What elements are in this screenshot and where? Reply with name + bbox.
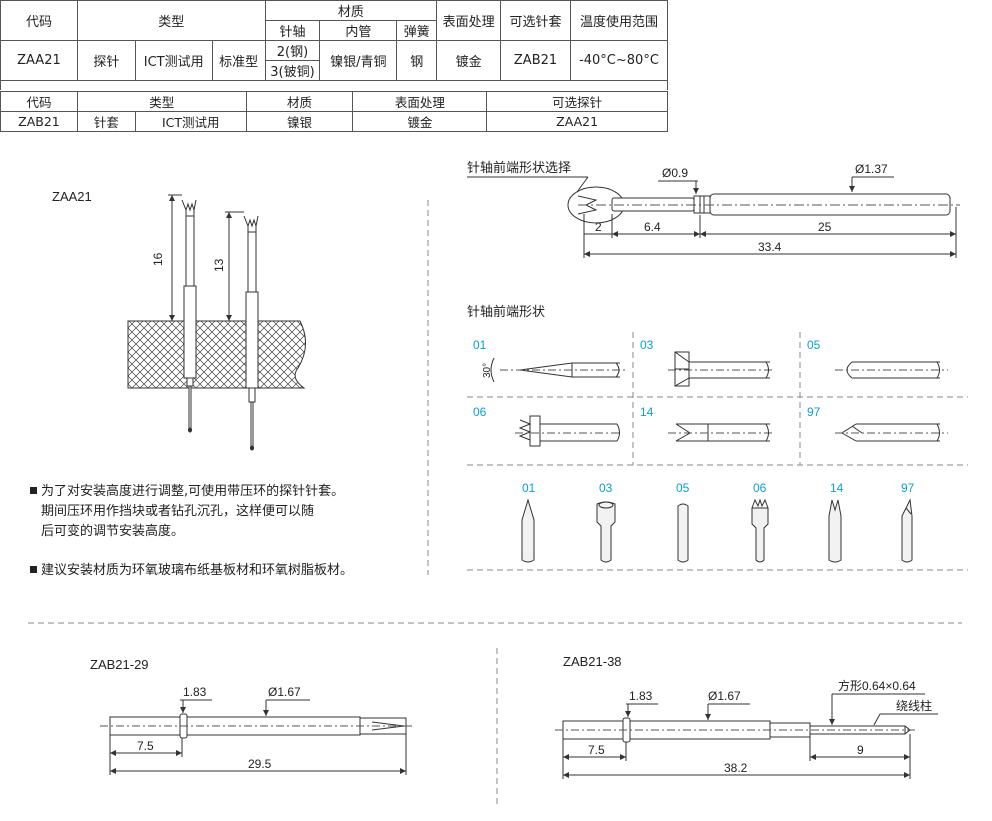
cell-code: ZAA21 xyxy=(0,40,78,81)
dim-13: 13 xyxy=(212,258,226,272)
len-mid: 6.4 xyxy=(644,220,661,234)
header-surface: 表面处理 xyxy=(352,91,488,112)
len-7-5-b: 7.5 xyxy=(588,743,605,757)
code3d-97: 97 xyxy=(901,481,915,495)
code3d-14: 14 xyxy=(830,481,844,495)
cell-shaft-b: 3(铍铜) xyxy=(264,60,321,81)
spec-table-zaa21: 代码 类型 材质 表面处理 可选针套 温度使用范围 针轴 内管 弹簧 ZAA21… xyxy=(0,0,669,81)
code-14: 14 xyxy=(640,405,654,419)
cell-code: ZAB21 xyxy=(0,111,78,132)
len-7-5: 7.5 xyxy=(137,739,154,753)
board-hatch xyxy=(127,320,306,389)
table-spacer xyxy=(0,72,668,90)
note-material: 建议安装材质为环氧玻璃布纸基板材和环氧树脂板材。 xyxy=(30,561,353,581)
install-label: ZAA21 xyxy=(52,189,92,204)
tip-select-drawing: 针轴前端形状选择 Ø0.9 Ø1.37 2 6.4 25 33.4 xyxy=(467,160,960,258)
bullet-square-icon xyxy=(30,487,37,494)
len-38-2: 38.2 xyxy=(724,761,748,775)
cell-type2: ICT测试用 xyxy=(134,40,213,81)
cell-type3: 标准型 xyxy=(211,40,266,81)
probe-left xyxy=(181,199,197,433)
dia-small: Ø0.9 xyxy=(662,166,688,180)
code3d-06: 06 xyxy=(753,481,767,495)
cell-probe: ZAA21 xyxy=(486,111,668,132)
header-type: 类型 xyxy=(76,0,266,41)
angle-30: 30° xyxy=(482,363,493,378)
zab21-29-drawing: ZAB21-29 1.83 Ø1.67 7.5 29.5 xyxy=(90,657,412,775)
cell-type1: 针套 xyxy=(76,111,136,132)
install-drawing: ZAA21 16 13 xyxy=(52,189,306,451)
wire-wrap-post: 绕线柱 xyxy=(896,698,932,713)
code3d-01: 01 xyxy=(522,481,536,495)
cell-shaft-a: 2(钢) xyxy=(264,40,321,61)
dia-large: Ø1.37 xyxy=(855,162,888,176)
header-temperature: 温度使用范围 xyxy=(569,0,669,41)
cell-spring: 钢 xyxy=(396,40,438,81)
len-9: 9 xyxy=(857,743,864,757)
ring-1-83-b: 1.83 xyxy=(629,689,653,703)
dim-16: 16 xyxy=(151,252,165,266)
code-97: 97 xyxy=(807,405,821,419)
dia-1-67-b: Ø1.67 xyxy=(708,689,741,703)
cell-surface: 镀金 xyxy=(436,40,502,81)
code3d-03: 03 xyxy=(599,481,613,495)
zab21-38-label: ZAB21-38 xyxy=(563,654,622,669)
len-total: 33.4 xyxy=(758,240,782,254)
header-pin-shaft: 针轴 xyxy=(264,20,321,41)
len-29-5: 29.5 xyxy=(248,757,272,771)
tip-select-title: 针轴前端形状选择 xyxy=(467,160,571,175)
code-05: 05 xyxy=(807,338,821,352)
code-06: 06 xyxy=(473,405,487,419)
len-tip: 2 xyxy=(595,220,602,234)
tip-shapes-title: 针轴前端形状 xyxy=(467,304,545,319)
header-optional-probe: 可选探针 xyxy=(486,91,668,112)
square-size: 方形0.64×0.64 xyxy=(838,678,916,693)
code-03: 03 xyxy=(640,338,654,352)
bullet-square-icon xyxy=(30,566,37,573)
zab21-29-label: ZAB21-29 xyxy=(90,657,149,672)
header-code: 代码 xyxy=(0,0,78,41)
cell-sleeve: ZAB21 xyxy=(500,40,571,81)
cell-type1: 探针 xyxy=(76,40,136,81)
note-install-height: 为了对安装高度进行调整,可使用带压环的探针针套。 期间压环用作挡块或者钻孔沉孔，… xyxy=(30,482,344,542)
probe-right xyxy=(243,215,259,451)
tip-shapes-grid: 针轴前端形状 01 03 05 06 14 97 30° xyxy=(467,304,968,571)
cell-type2: ICT测试用 xyxy=(134,111,247,132)
cell-inner: 镍银/青铜 xyxy=(319,40,398,81)
header-optional-sleeve: 可选针套 xyxy=(500,0,571,41)
dia-1-67: Ø1.67 xyxy=(268,685,301,699)
code3d-05: 05 xyxy=(676,481,690,495)
cell-material: 镍银 xyxy=(245,111,354,132)
cell-surface: 镀金 xyxy=(352,111,488,132)
len-body: 25 xyxy=(818,220,832,234)
zab21-38-drawing: ZAB21-38 1.83 Ø1.67 方形0.64×0.64 绕线柱 7.5 … xyxy=(555,654,938,779)
spec-table-zab21: 代码 类型 材质 表面处理 可选探针 ZAB21 针套 ICT测试用 镍银 镀金… xyxy=(0,91,668,132)
cell-temp: -40°C~80°C xyxy=(569,40,669,81)
code-01: 01 xyxy=(473,338,487,352)
ring-1-83: 1.83 xyxy=(183,685,207,699)
